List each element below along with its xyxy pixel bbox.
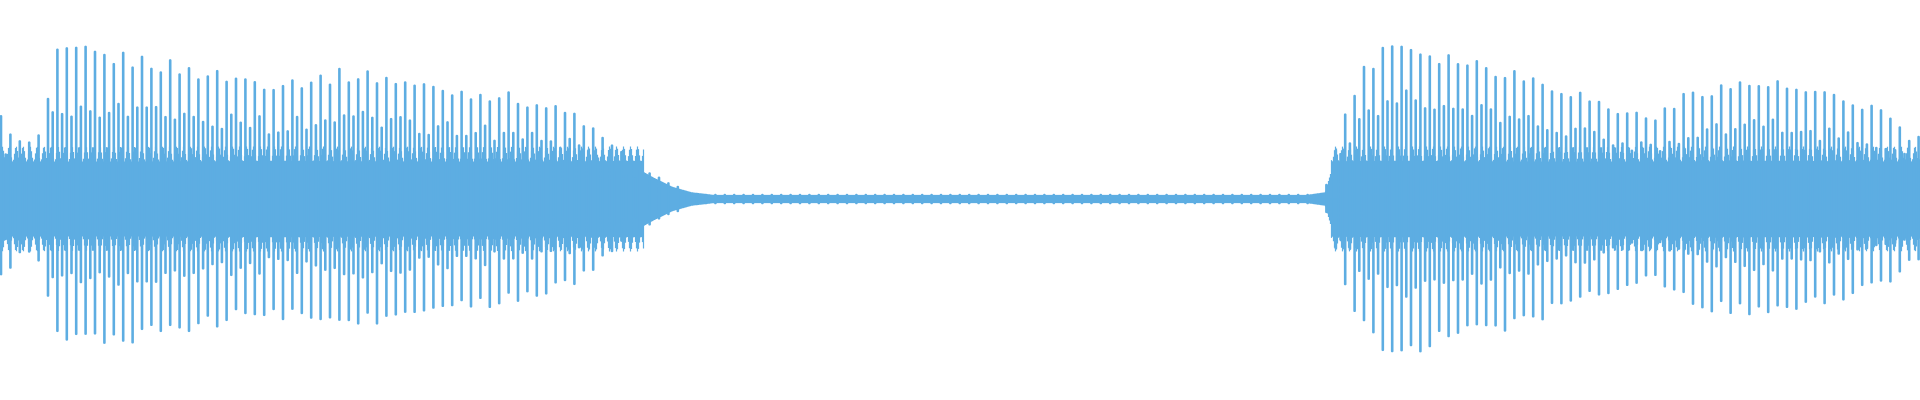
waveform-group (0, 45, 1920, 353)
